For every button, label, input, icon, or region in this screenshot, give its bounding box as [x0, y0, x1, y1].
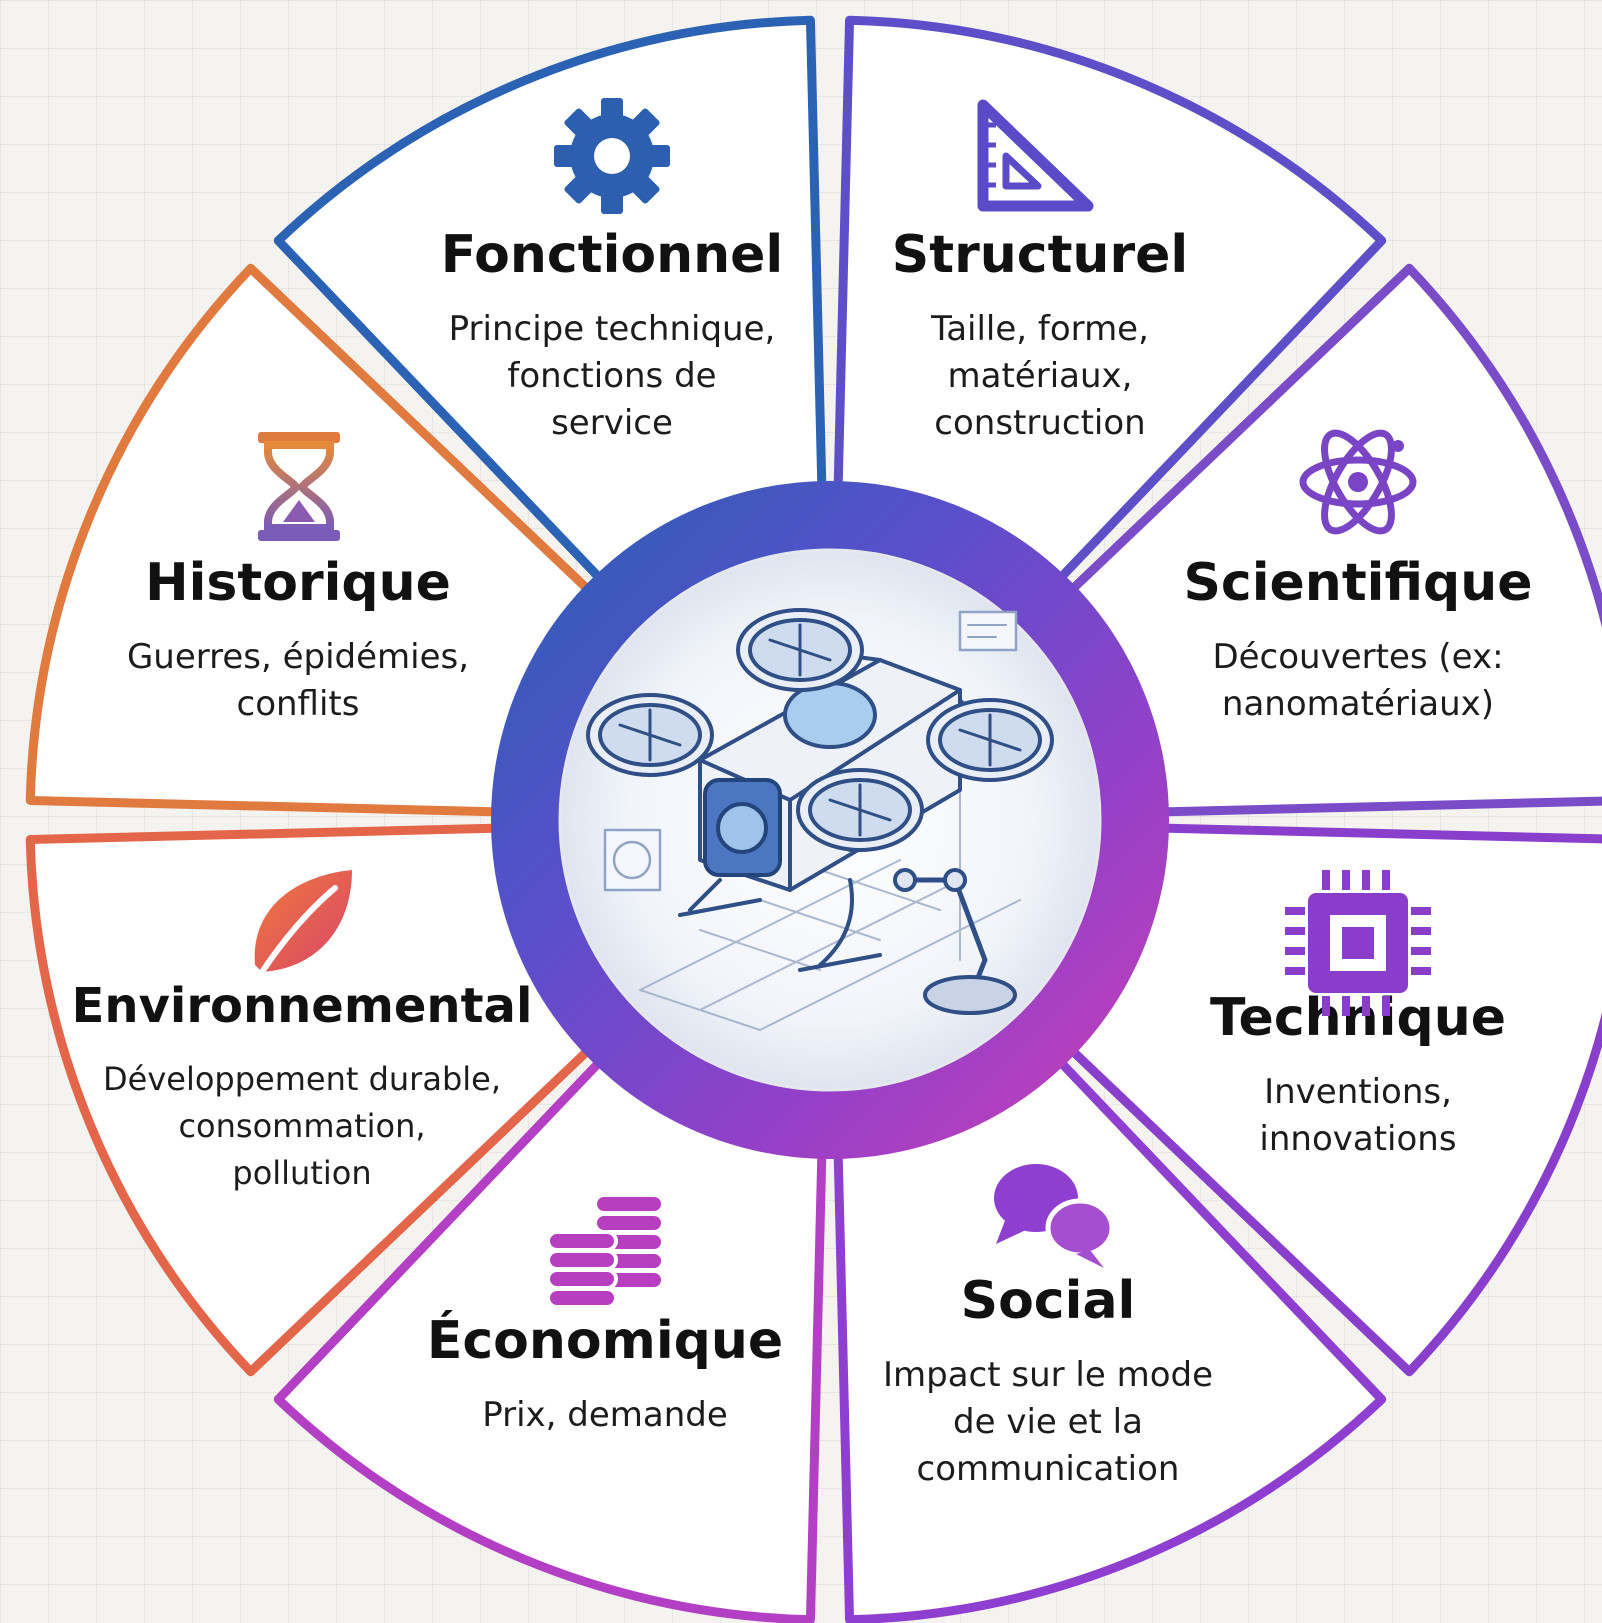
atom-icon — [1299, 429, 1417, 535]
segment-title: Économique — [427, 1310, 783, 1371]
segment-description-line: conflits — [237, 684, 360, 724]
segment-description-line: construction — [934, 403, 1145, 443]
segment-description-line: service — [551, 403, 673, 443]
segment-title: Social — [961, 1271, 1136, 1331]
segment-description-line: Prix, demande — [482, 1395, 728, 1435]
segment-description-line: Impact sur le mode — [883, 1355, 1213, 1395]
inner-ring — [491, 481, 1169, 1159]
segment-description-line: Inventions, — [1264, 1072, 1452, 1112]
speech-bubbles-icon — [994, 1164, 1115, 1268]
segment-title: Structurel — [892, 225, 1188, 285]
coins-icon — [546, 1193, 665, 1309]
segment-description-line: innovations — [1259, 1119, 1456, 1159]
segment-title: Historique — [145, 553, 451, 613]
segment-description-line: fonctions de — [507, 356, 716, 396]
segment-title: Scientifique — [1183, 553, 1532, 613]
segment-title: Environnemental — [72, 978, 533, 1034]
segment-description-line: Principe technique, — [449, 309, 776, 349]
drone-icon — [586, 608, 1054, 1031]
segments-layer — [25, 15, 1602, 1623]
segment-description-line: de vie et la — [953, 1402, 1143, 1442]
segment-title: Technique — [1210, 988, 1506, 1048]
segment-description-line: Développement durable, — [103, 1060, 501, 1098]
segment-description-line: pollution — [232, 1154, 371, 1192]
segment-description-line: communication — [917, 1449, 1180, 1489]
segment-description-line: Taille, forme, — [930, 309, 1149, 349]
icons-layer — [254, 98, 1431, 1309]
segment-description-line: Découvertes (ex: — [1212, 637, 1503, 677]
chip-icon — [1285, 870, 1431, 1016]
segment-description-line: consommation, — [178, 1107, 425, 1145]
hourglass-icon — [258, 432, 340, 541]
leaf-icon — [254, 870, 352, 975]
segment-description-line: matériaux, — [948, 356, 1133, 396]
segment-description-line: nanomatériaux) — [1222, 684, 1494, 724]
gear-icon — [554, 98, 670, 214]
set-square-icon — [977, 99, 1094, 212]
segment-title: Fonctionnel — [441, 225, 784, 285]
segment-description-line: Guerres, épidémies, — [127, 637, 469, 677]
